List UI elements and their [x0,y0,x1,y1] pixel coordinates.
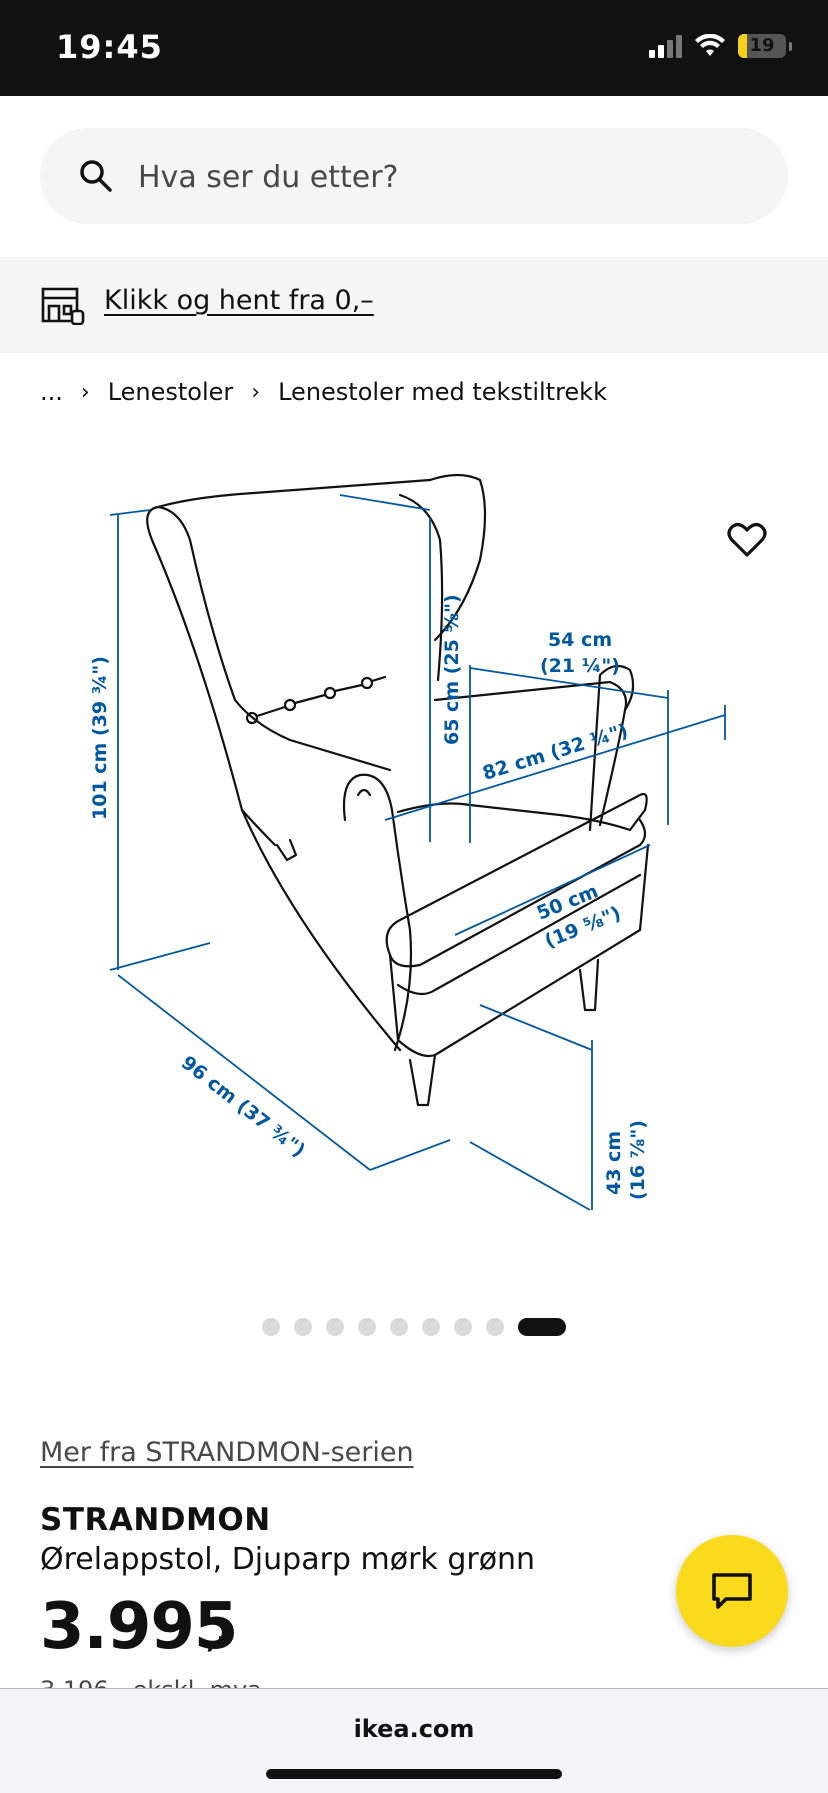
status-bar: 19:45 19 [0,0,828,96]
dim-seat-depth-top-in-label: (21 ¼") [540,655,620,677]
search-bar[interactable] [40,128,788,226]
battery-icon: 19 [738,34,786,58]
chevron-right-icon: › [80,379,90,405]
status-time: 19:45 [56,28,163,66]
battery-cap [789,41,792,51]
product-price: 3.995 [40,1590,238,1664]
carousel-dot[interactable] [262,1318,280,1336]
breadcrumb-item-armchairs[interactable]: Lenestoler [107,378,234,406]
battery-fill [738,34,748,58]
heart-icon[interactable] [727,522,767,558]
carousel-dot[interactable] [486,1318,504,1336]
search-input[interactable] [136,128,740,226]
chevron-right-icon: › [251,379,261,405]
product-dimension-image: 101 cm (39 ¾") 65 cm (25 ⅝") 54 cm (21 ¼… [89,473,726,1211]
chat-button[interactable] [676,1535,788,1647]
breadcrumb: ... › Lenestoler › Lenestoler med teksti… [40,378,607,406]
product-price-suffix: ,- [206,1620,230,1655]
dim-seat-height-in-label: (16 ⅞") [627,1120,649,1200]
dim-seat-width-label: 82 cm (32 ¼") [480,720,631,785]
breadcrumb-ellipsis[interactable]: ... [40,378,63,406]
home-indicator[interactable] [266,1769,562,1779]
carousel-dot[interactable] [422,1318,440,1336]
carousel-indicator [262,1318,566,1336]
click-collect-link[interactable]: Klikk og hent fra 0,– [104,285,374,316]
dim-back-height-label: 65 cm (25 ⅝") [441,594,463,745]
search-icon [80,160,112,192]
store-pickup-icon [41,287,85,325]
dim-seat-height-label: 43 cm [603,1131,625,1195]
carousel-dot-active[interactable] [518,1318,566,1336]
breadcrumb-item-fabric-armchairs[interactable]: Lenestoler med tekstiltrekk [278,378,607,406]
carousel-dot[interactable] [390,1318,408,1336]
dim-height-label: 101 cm (39 ¾") [89,656,111,820]
product-name: STRANDMON [40,1502,271,1538]
battery-level: 19 [749,35,775,56]
carousel-dot[interactable] [358,1318,376,1336]
carousel-dot[interactable] [326,1318,344,1336]
cellular-signal-icon [649,34,682,58]
carousel-dot[interactable] [454,1318,472,1336]
browser-domain[interactable]: ikea.com [353,1715,475,1743]
status-icons: 19 [649,34,792,58]
carousel-dot[interactable] [294,1318,312,1336]
dim-seat-depth-top-label: 54 cm [548,629,612,651]
wifi-icon [695,34,725,56]
browser-address-bar[interactable]: ikea.com [0,1688,828,1793]
series-link[interactable]: Mer fra STRANDMON-serien [40,1437,414,1468]
chat-icon [712,1573,752,1609]
product-description: Ørelappstol, Djuparp mørk grønn [40,1542,536,1577]
click-collect-banner: Klikk og hent fra 0,– [0,257,828,353]
price-excl-vat: 3.196,- ekskl. mva. [40,1676,270,1690]
